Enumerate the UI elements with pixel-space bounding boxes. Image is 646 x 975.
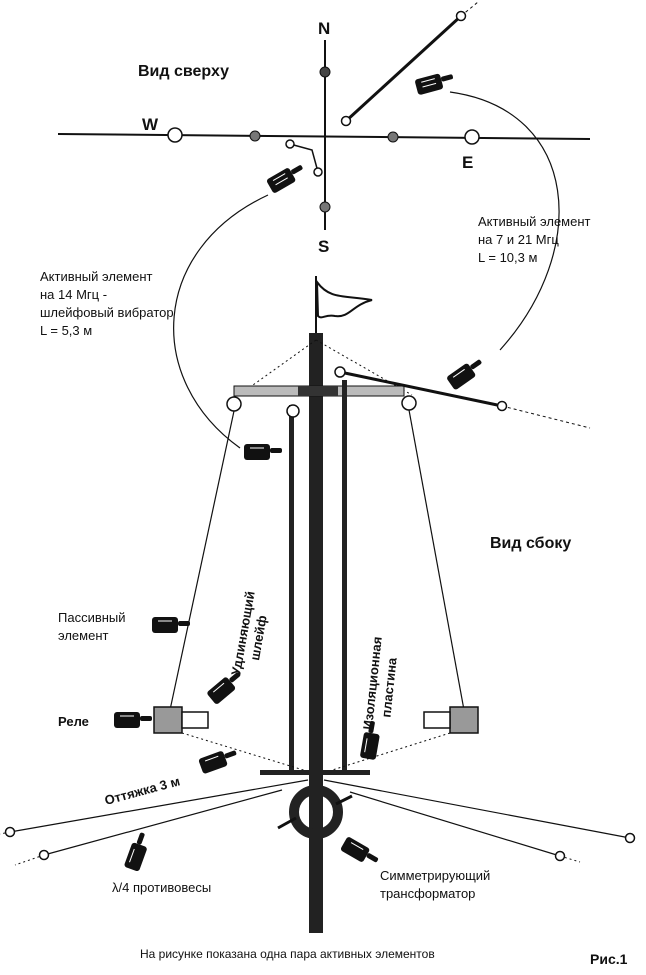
side-view-title: Вид сбоку [490,535,571,552]
pointing-hand-icon [447,359,482,390]
label-extension-loop: Удлиняющий шлейф [228,590,270,677]
active-element-7-21-top [344,14,463,123]
label-line: трансформатор [380,886,475,901]
label-line: Активный элемент [40,269,153,284]
label-active-14: Активный элемент на 14 Мгц - шлейфовый в… [40,269,174,338]
label-insulation-plate: Изоляционная пластина [360,636,400,730]
label-counterpoise: λ/4 противовесы [112,880,211,895]
label-guy-wire: Оттяжка 3 м [103,773,182,808]
relay-right [449,706,479,734]
figure-caption: На рисунке показана одна пара активных э… [140,947,435,961]
relay-left [153,706,183,734]
pointing-hand-icon [198,750,237,774]
pointing-hand-icon [340,837,379,863]
label-passive: Пассивный элемент [58,610,126,643]
insulation-plate-wire [342,380,347,775]
west-east-axis [57,133,591,140]
counterpoise-left-upper [9,779,309,833]
counterpoise-right-lower [349,791,561,857]
flag-icon [315,278,373,319]
toroid-icon [289,785,343,839]
compass-east: E [462,153,473,172]
leader-arc-right [449,91,560,351]
active-element-7-21-side [339,370,503,408]
pointing-hand-icon [415,73,453,95]
label-line: элемент [58,628,109,643]
pointing-hand-icon [152,617,190,633]
pointing-hand-icon [207,672,241,704]
west-insulator [249,130,261,142]
label-line: шлейфовый вибратор [40,305,174,320]
east-insulator [387,131,399,143]
label-active-7-21: Активный элемент на 7 и 21 Мгц L = 10,3 … [478,214,591,265]
label-balun: Симметрирующий трансформатор [380,868,490,901]
north-insulator [319,66,331,78]
element-end-node [340,115,352,127]
compass-west: W [142,115,159,134]
pointing-hand-icon [114,712,152,728]
passive-wire-left [169,410,235,711]
insulation-plate [260,770,370,775]
mast [309,333,323,933]
west-element-end [167,127,183,143]
pointing-hand-icon [360,720,380,760]
element-end-node [455,10,467,22]
south-insulator [319,201,331,213]
passive-wire-right [408,409,465,711]
label-line: на 14 Мгц - [40,287,107,302]
label-line: Пассивный [58,610,126,625]
east-element-end [464,129,480,145]
compass-south: S [318,237,329,256]
top-view-title: Вид сверху [138,63,229,80]
label-line: пластина [378,656,399,718]
top-view: Вид сверху N S E W [57,1,591,449]
extension-loop-wire [289,405,294,770]
pointing-hand-icon [266,165,303,193]
label-line: L = 5,3 м [40,323,92,338]
counterpoise-right-upper [323,779,631,839]
side-view: Вид сбоку [0,276,636,933]
figure-number: Рис.1 [590,951,628,967]
active-element-14-top [289,143,319,173]
label-line: на 7 и 21 Мгц [478,232,559,247]
pointing-hand-icon [124,832,147,872]
label-relay: Реле [58,714,89,729]
label-line: L = 10,3 м [478,250,537,265]
counterpoise-left-lower [43,789,283,856]
label-line: Активный элемент [478,214,591,229]
pointing-hand-icon [244,444,282,460]
leader-arc-left [173,194,269,449]
compass-north: N [318,19,330,38]
label-line: Симметрирующий [380,868,490,883]
